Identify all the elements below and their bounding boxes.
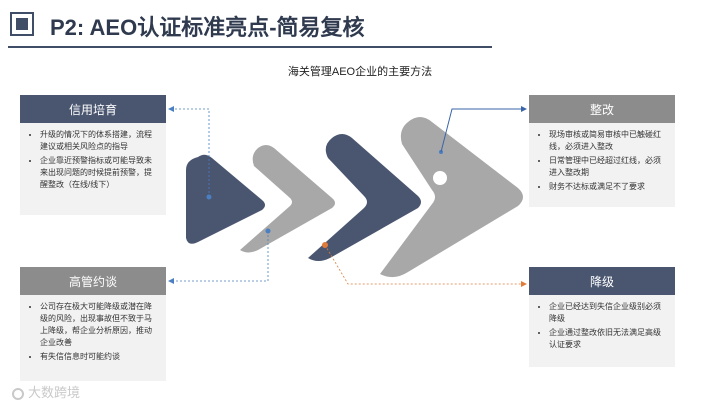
title-bar: P2: AEO认证标准亮点-简易复核 (0, 0, 720, 48)
page-title: P2: AEO认证标准亮点-简易复核 (50, 15, 365, 40)
diagram-subtitle: 海关管理AEO企业的主要方法 (287, 66, 433, 78)
card-credit-title: 信用培育 (20, 95, 166, 123)
card-interview-item: 有失信信息时可能约谈 (40, 351, 158, 363)
card-credit-body: 升级的情况下的体系搭建，流程建议或相关风险点的指导 企业靠近预警指标或可能导致未… (20, 123, 166, 215)
title-square-icon (10, 12, 34, 36)
card-downgrade-title: 降级 (529, 267, 675, 295)
card-credit-item: 企业靠近预警指标或可能导致未来出现问题的时候提前预警，提醒整改（在线/线下） (40, 155, 158, 191)
chevron-4-hole (433, 171, 447, 185)
connector-credit (172, 108, 210, 197)
chevron-1-dark (186, 154, 265, 244)
card-credit-item: 升级的情况下的体系搭建，流程建议或相关风险点的指导 (40, 129, 158, 153)
card-downgrade-item: 企业通过整改依旧无法满足高级认证要求 (549, 327, 667, 351)
watermark-ring-icon (12, 388, 24, 400)
chevron-4-gray (380, 117, 523, 278)
card-rectify-item: 现场审核或简易审核中已触碰红线，必须进入整改 (549, 129, 667, 153)
connector-downgrade (324, 244, 522, 285)
connector-interview (172, 231, 269, 282)
card-rectify-item: 财务不达标或满足不了要求 (549, 181, 667, 193)
connector-rectify (440, 108, 522, 153)
chevron-2-gray (240, 145, 335, 253)
card-rectify-item: 日常管理中已经超过红线，必须进入整改期 (549, 155, 667, 179)
card-downgrade-body: 企业已经达到失信企业级别必须降级 企业通过整改依旧无法满足高级认证要求 (529, 295, 675, 367)
title-underline (8, 46, 492, 48)
chevron-3-dark (308, 134, 421, 261)
watermark-logo: 大数跨境 (12, 382, 80, 401)
watermark-text: 大数跨境 (28, 385, 81, 400)
card-interview-body: 公司存在极大可能降级或潜在降级的风险，出现事故但不致于马上降级，帮企业分析原因，… (20, 295, 166, 381)
card-interview-title: 高管约谈 (20, 267, 166, 295)
card-downgrade-item: 企业已经达到失信企业级别必须降级 (549, 301, 667, 325)
card-rectify-body: 现场审核或简易审核中已触碰红线，必须进入整改 日常管理中已经超过红线，必须进入整… (529, 123, 675, 207)
card-rectify-title: 整改 (529, 95, 675, 123)
card-interview-item: 公司存在极大可能降级或潜在降级的风险，出现事故但不致于马上降级，帮企业分析原因，… (40, 301, 158, 349)
